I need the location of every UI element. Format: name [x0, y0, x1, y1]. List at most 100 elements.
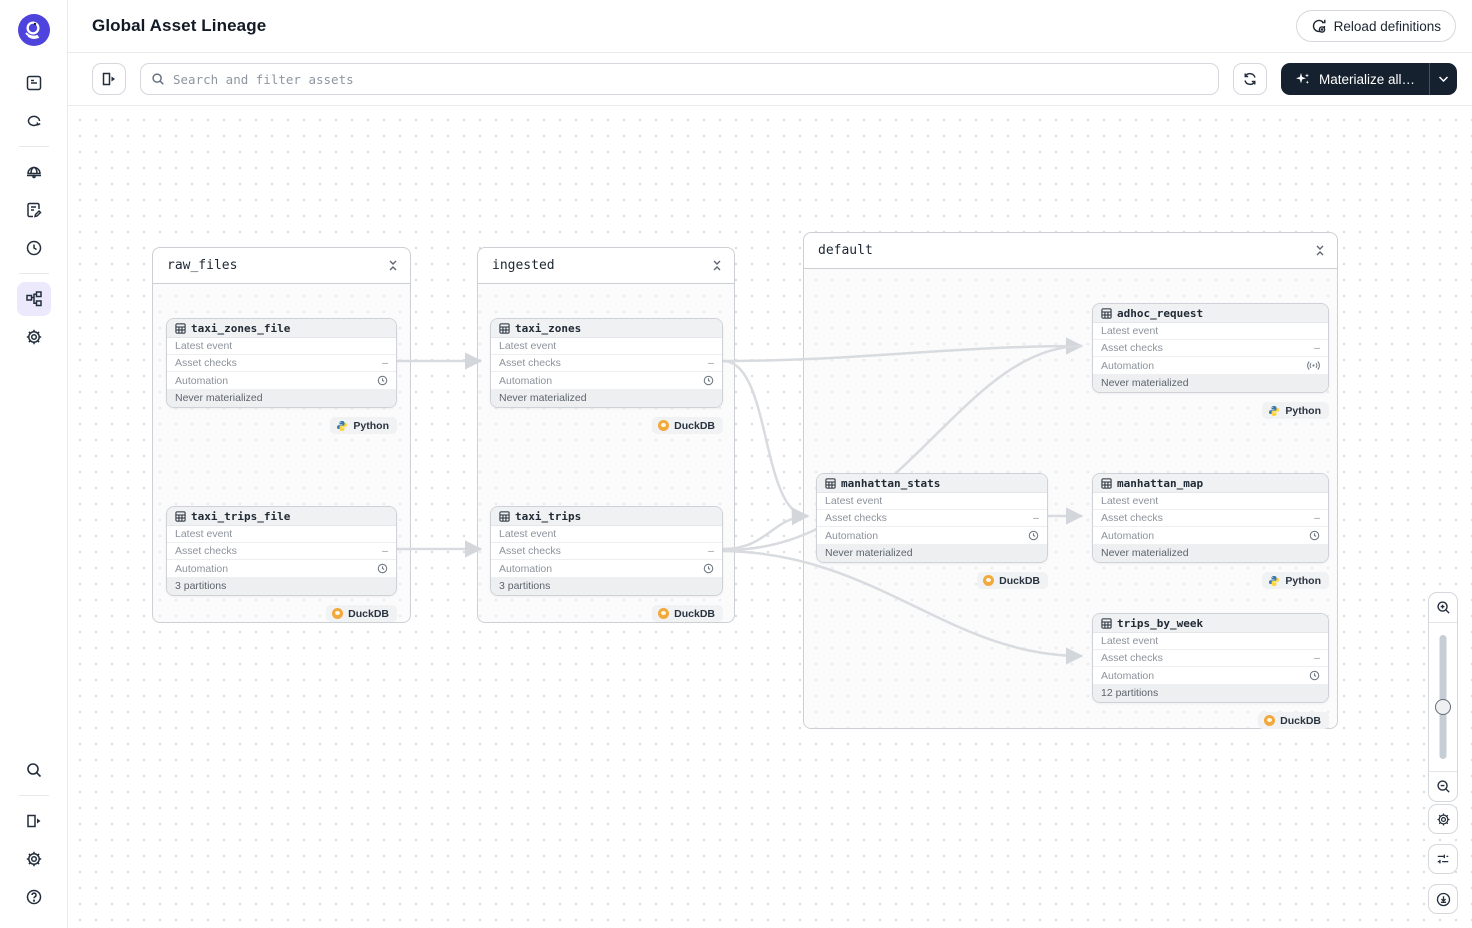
latest-event-row: Latest event — [167, 526, 396, 543]
table-icon — [175, 510, 186, 522]
clock-icon — [1309, 670, 1320, 681]
automation-row: Automation — [1093, 357, 1328, 374]
asset-status-row: Never materialized — [1093, 374, 1328, 392]
zoom-slider[interactable] — [1429, 623, 1457, 771]
search-input[interactable] — [173, 71, 1208, 87]
asset-header[interactable]: manhattan_stats — [817, 474, 1047, 493]
asset-checks-row: Asset checks– — [1093, 510, 1328, 527]
automation-row: Automation — [1093, 667, 1328, 684]
python-icon — [1269, 575, 1280, 586]
collapse-group-icon[interactable] — [388, 260, 398, 271]
asset-checks-row: Asset checks– — [491, 543, 722, 560]
settings-gear-icon[interactable] — [17, 842, 51, 876]
zoom-out-button[interactable] — [1429, 771, 1457, 801]
reload-definitions-button[interactable]: Reload definitions — [1295, 10, 1456, 42]
toggle-sidebar-panel-button[interactable] — [92, 63, 126, 95]
jobs-notebook-icon[interactable] — [17, 193, 51, 227]
materialize-options-button[interactable] — [1429, 63, 1457, 95]
badge-label: DuckDB — [348, 607, 389, 620]
materialize-all-split-button: Materialize all… — [1280, 63, 1457, 95]
sensor-icon — [1307, 361, 1320, 370]
asset-checks-row: Asset checks– — [491, 355, 722, 372]
asset-status-row: 3 partitions — [167, 577, 396, 595]
compute-kind-badge: DuckDB — [977, 572, 1048, 589]
asset-name: taxi_trips — [515, 509, 582, 523]
compute-kind-badge: Python — [1262, 572, 1329, 589]
help-icon[interactable] — [17, 880, 51, 914]
graph-settings-button[interactable] — [1428, 804, 1458, 834]
edge-taxi_trips-manhattan_stats — [722, 507, 810, 551]
asset-node-taxi-zones-file[interactable]: taxi_zones_file Latest event Asset check… — [166, 318, 397, 434]
materialize-all-label: Materialize all… — [1318, 71, 1415, 87]
group-header-ingested[interactable]: ingested — [478, 248, 734, 284]
automation-row: Automation — [1093, 527, 1328, 544]
dagster-logo[interactable] — [17, 14, 50, 46]
table-icon — [1101, 617, 1112, 629]
collapse-group-icon[interactable] — [1315, 245, 1325, 256]
page-title: Global Asset Lineage — [92, 16, 267, 35]
python-icon — [1269, 405, 1280, 416]
asset-status-row: Never materialized — [817, 544, 1047, 562]
asset-node-taxi-trips-file[interactable]: taxi_trips_file Latest event Asset check… — [166, 506, 397, 622]
table-icon — [825, 477, 836, 489]
settings-gear-icon[interactable] — [17, 320, 51, 354]
asset-name: taxi_zones_file — [191, 321, 291, 335]
lineage-graph-icon[interactable] — [16, 282, 51, 316]
schedules-clock-icon[interactable] — [17, 231, 51, 265]
asset-node-adhoc-request[interactable]: adhoc_request Latest event Asset checks–… — [1092, 303, 1329, 419]
sidebar-divider — [18, 273, 49, 274]
group-header-default[interactable]: default — [804, 233, 1337, 269]
zoom-in-button[interactable] — [1429, 593, 1457, 623]
clock-icon — [377, 375, 388, 386]
dagster-octopus-icon — [24, 21, 39, 39]
asset-catalog-icon[interactable] — [17, 66, 51, 100]
sidebar-divider — [18, 795, 49, 796]
clock-icon — [1309, 530, 1320, 541]
clock-icon — [1028, 530, 1039, 541]
zoom-slider-track[interactable] — [1439, 635, 1447, 759]
asset-header[interactable]: taxi_zones_file — [167, 319, 396, 338]
latest-event-row: Latest event — [167, 338, 396, 355]
asset-name: taxi_zones — [515, 321, 582, 335]
asset-header[interactable]: taxi_trips_file — [167, 507, 396, 526]
asset-header[interactable]: taxi_trips — [491, 507, 722, 526]
asset-checks-row: Asset checks– — [167, 355, 396, 372]
search-icon — [152, 73, 164, 85]
compute-kind-badge: DuckDB — [1258, 712, 1329, 729]
latest-event-row: Latest event — [817, 493, 1047, 510]
asset-status-row: 3 partitions — [491, 577, 722, 595]
collapse-group-icon[interactable] — [712, 260, 722, 271]
asset-name: taxi_trips_file — [191, 509, 291, 523]
asset-node-taxi-zones[interactable]: taxi_zones Latest event Asset checks– Au… — [490, 318, 723, 434]
asset-header[interactable]: adhoc_request — [1093, 304, 1328, 323]
expand-panel-icon[interactable] — [17, 804, 51, 838]
runs-loop-icon[interactable] — [17, 104, 51, 138]
lineage-canvas[interactable]: raw_files ingested — [68, 106, 1472, 928]
download-button[interactable] — [1428, 884, 1458, 914]
zoom-slider-handle[interactable] — [1435, 699, 1451, 715]
refresh-button[interactable] — [1232, 63, 1267, 95]
automation-row: Automation — [491, 372, 722, 389]
table-icon — [499, 510, 510, 522]
materialize-all-button[interactable]: Materialize all… — [1281, 63, 1429, 95]
asset-header[interactable]: manhattan_map — [1093, 474, 1328, 493]
asset-checks-row: Asset checks– — [1093, 650, 1328, 667]
asset-node-manhattan-map[interactable]: manhattan_map Latest event Asset checks–… — [1092, 473, 1329, 589]
deployment-globe-icon[interactable] — [17, 155, 51, 189]
compute-kind-badge: DuckDB — [652, 605, 723, 622]
asset-name: manhattan_stats — [841, 476, 941, 490]
asset-name: adhoc_request — [1117, 306, 1204, 320]
view-options-button[interactable] — [1428, 844, 1458, 874]
latest-event-row: Latest event — [1093, 493, 1328, 510]
asset-node-manhattan-stats[interactable]: manhattan_stats Latest event Asset check… — [816, 473, 1048, 589]
asset-header[interactable]: trips_by_week — [1093, 614, 1328, 633]
group-header-raw-files[interactable]: raw_files — [153, 248, 410, 284]
asset-node-taxi-trips[interactable]: taxi_trips Latest event Asset checks– Au… — [490, 506, 723, 622]
latest-event-row: Latest event — [1093, 633, 1328, 650]
asset-node-trips-by-week[interactable]: trips_by_week Latest event Asset checks–… — [1092, 613, 1329, 729]
reload-definitions-label: Reload definitions — [1333, 18, 1441, 34]
asset-header[interactable]: taxi_zones — [491, 319, 722, 338]
badge-label: Python — [353, 419, 389, 432]
search-icon[interactable] — [17, 753, 51, 787]
